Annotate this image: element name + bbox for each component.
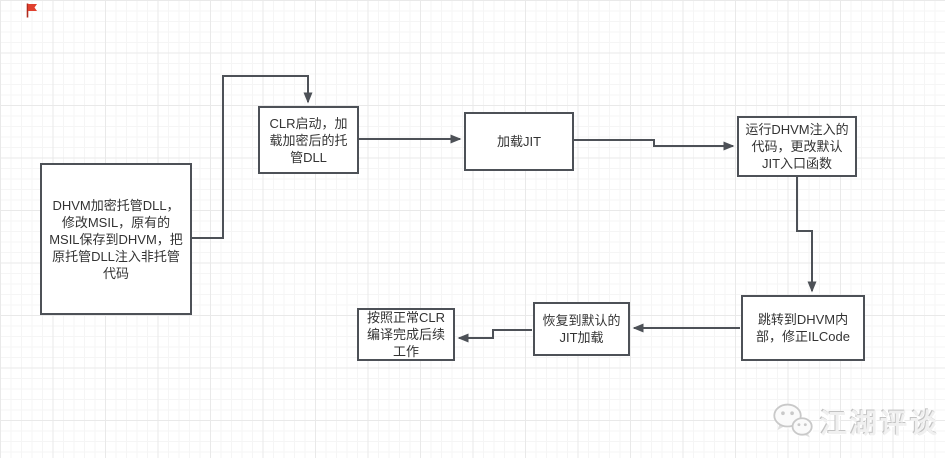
node-clr-start-label: CLR启动，加载加密后的托管DLL <box>269 115 348 165</box>
node-clr-compile-label: 按照正常CLR编译完成后续工作 <box>366 310 445 359</box>
edge-restorejit-to-clrcompile[interactable] <box>457 329 532 343</box>
edge-encrypt-to-clrstart[interactable] <box>192 75 313 239</box>
node-clr-start[interactable]: CLR启动，加载加密后的托管DLL <box>258 106 359 174</box>
node-clr-compile[interactable]: 按照正常CLR编译完成后续工作 <box>357 308 455 361</box>
watermark-text: 江湖评谈 <box>820 408 940 439</box>
node-jump-dhvm[interactable]: 跳转到DHVM内部，修正ILCode <box>741 295 865 361</box>
node-load-jit[interactable]: 加载JIT <box>464 112 574 171</box>
node-restore-jit[interactable]: 恢复到默认的JIT加载 <box>533 302 630 356</box>
wechat-logo-icon <box>773 403 813 438</box>
node-encrypt-dll-label: DHVM加密托管DLL，修改MSIL，原有的MSIL保存到DHVM，把原托管DL… <box>49 197 183 281</box>
node-load-jit-label: 加载JIT <box>496 134 542 149</box>
node-run-dhvm-label: 运行DHVM注入的代码，更改默认JIT入口函数 <box>745 122 849 171</box>
node-jump-dhvm-label: 跳转到DHVM内部，修正ILCode <box>756 312 850 344</box>
red-flag-icon <box>26 3 37 18</box>
node-run-dhvm[interactable]: 运行DHVM注入的代码，更改默认JIT入口函数 <box>737 116 857 177</box>
edge-rundhvm-to-jumpdhvm[interactable] <box>796 177 817 293</box>
node-encrypt-dll[interactable]: DHVM加密托管DLL，修改MSIL，原有的MSIL保存到DHVM，把原托管DL… <box>40 163 192 315</box>
watermark: 江湖评谈 <box>772 396 940 446</box>
edge-loadjit-to-rundhvm[interactable] <box>574 139 735 151</box>
node-restore-jit-label: 恢复到默认的JIT加载 <box>542 313 621 345</box>
